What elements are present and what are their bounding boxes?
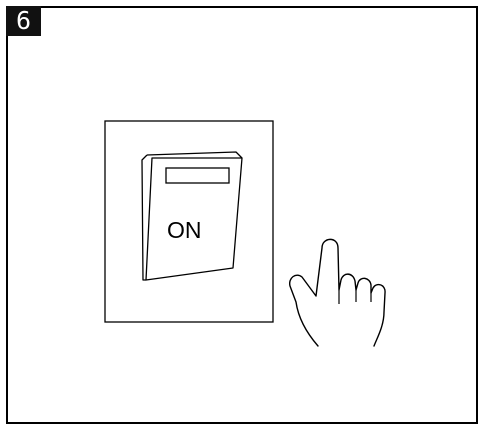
rocker-switch-icon: ON	[142, 152, 242, 280]
switch-indicator-window	[166, 168, 229, 183]
switch-on-label: ON	[167, 217, 202, 243]
pointing-hand-icon	[290, 239, 385, 346]
